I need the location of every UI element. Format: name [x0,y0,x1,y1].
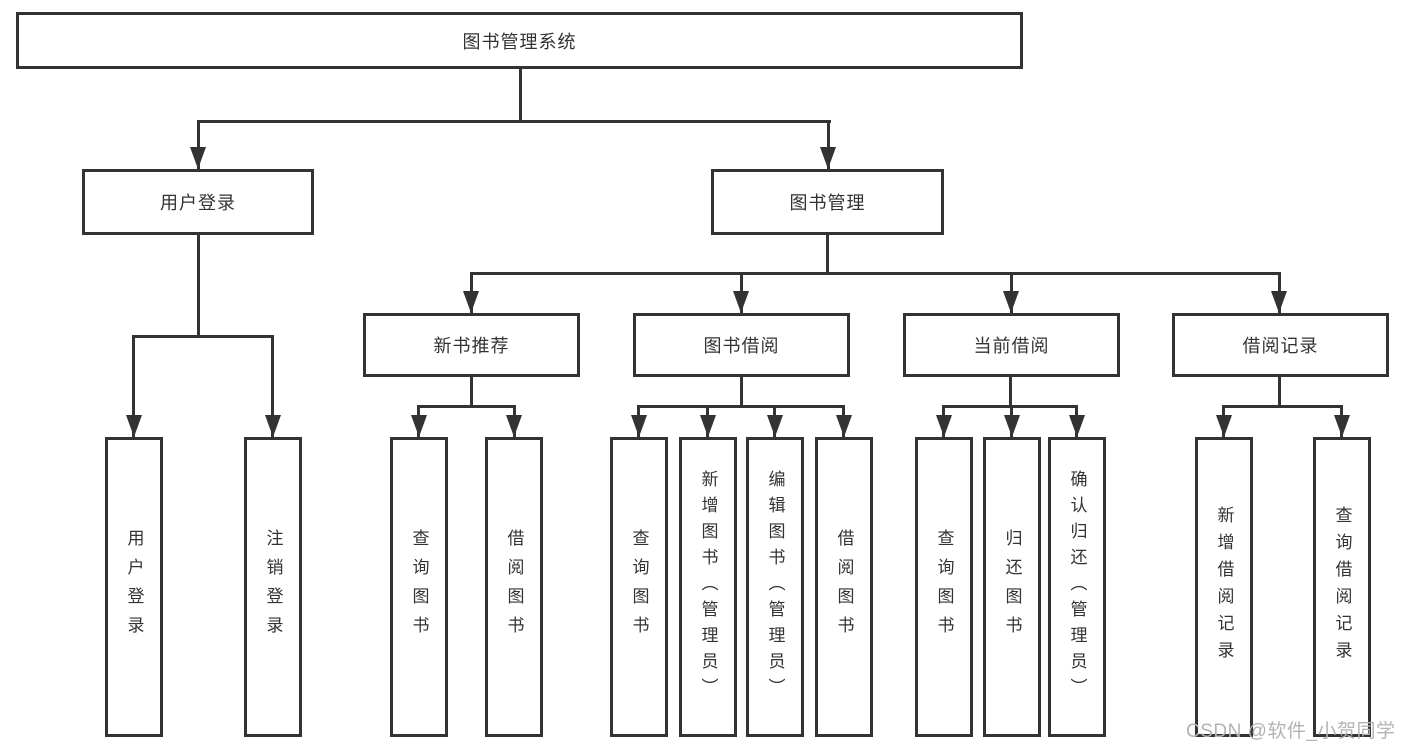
node-leaf-borrow-books: 借阅图书 [815,437,873,737]
node-leaf-return-books-label: 归还图书 [1002,529,1022,645]
connector-line [519,69,522,120]
arrowhead-down-icon [631,415,647,437]
node-book-management-label: 图书管理 [789,193,866,213]
node-leaf-search-books-borrowing: 查询图书 [610,437,668,737]
arrowhead-down-icon [463,291,479,313]
connector-line [826,235,829,275]
connector-line [637,405,845,408]
node-leaf-search-books-recommend-label: 查询图书 [409,529,429,645]
node-leaf-borrow-books-recommend: 借阅图书 [485,437,543,737]
node-book-borrowing: 图书借阅 [633,313,850,377]
arrowhead-down-icon [1271,291,1287,313]
arrowhead-down-icon [733,291,749,313]
connector-line [470,272,1281,275]
connector-line [197,120,200,169]
node-leaf-borrow-books-recommend-label: 借阅图书 [504,529,524,645]
arrowhead-down-icon [820,147,836,169]
node-leaf-edit-books-admin-label: 编辑图书（管理员） [765,470,785,704]
arrowhead-down-icon [836,415,852,437]
node-leaf-borrow-books-label: 借阅图书 [834,529,854,645]
node-current-borrowing-label: 当前借阅 [973,336,1050,356]
arrowhead-down-icon [767,415,783,437]
connector-line [132,335,135,437]
connector-line [1009,377,1012,408]
node-leaf-confirm-return-admin-label: 确认归还（管理员） [1067,470,1087,704]
connector-line [470,377,473,408]
node-borrowing-records-label: 借阅记录 [1242,336,1319,356]
node-leaf-add-books-admin-label: 新增图书（管理员） [698,470,718,704]
node-book-management: 图书管理 [711,169,944,235]
node-user-login: 用户登录 [82,169,314,235]
node-user-login-label: 用户登录 [160,193,236,213]
node-library-system-label: 图书管理系统 [462,31,577,52]
node-leaf-user-login: 用户登录 [105,437,163,737]
node-borrowing-records: 借阅记录 [1172,313,1389,377]
arrowhead-down-icon [700,415,716,437]
connector-line [417,405,516,408]
node-leaf-search-books-current-label: 查询图书 [934,529,954,645]
node-leaf-confirm-return-admin: 确认归还（管理员） [1048,437,1106,737]
arrowhead-down-icon [506,415,522,437]
node-book-borrowing-label: 图书借阅 [703,336,780,356]
arrowhead-down-icon [936,415,952,437]
node-leaf-edit-books-admin: 编辑图书（管理员） [746,437,804,737]
connector-line [132,335,274,338]
arrowhead-down-icon [1334,415,1350,437]
node-leaf-logout-label: 注销登录 [263,529,283,645]
node-leaf-search-borrow-record-label: 查询借阅记录 [1332,506,1352,668]
node-leaf-user-login-label: 用户登录 [124,529,144,645]
arrowhead-down-icon [1069,415,1085,437]
connector-line [197,235,200,338]
csdn-watermark: CSDN @软件_小贺同学 [1186,721,1396,742]
arrowhead-down-icon [265,415,281,437]
connector-line [827,120,830,169]
connector-line [1222,405,1343,408]
node-leaf-search-books-borrowing-label: 查询图书 [629,529,649,645]
connector-line [197,120,831,123]
node-leaf-search-books-recommend: 查询图书 [390,437,448,737]
node-leaf-search-borrow-record: 查询借阅记录 [1313,437,1371,737]
connector-line [271,335,274,437]
arrowhead-down-icon [126,415,142,437]
arrowhead-down-icon [190,147,206,169]
arrowhead-down-icon [1003,291,1019,313]
arrowhead-down-icon [1216,415,1232,437]
node-leaf-add-books-admin: 新增图书（管理员） [679,437,737,737]
node-leaf-add-borrow-record: 新增借阅记录 [1195,437,1253,737]
node-leaf-add-borrow-record-label: 新增借阅记录 [1214,506,1234,668]
node-new-book-recommendation: 新书推荐 [363,313,580,377]
node-current-borrowing: 当前借阅 [903,313,1120,377]
node-leaf-return-books: 归还图书 [983,437,1041,737]
node-leaf-logout: 注销登录 [244,437,302,737]
arrowhead-down-icon [1004,415,1020,437]
arrowhead-down-icon [411,415,427,437]
connector-line [1278,377,1281,408]
node-library-system: 图书管理系统 [16,12,1023,69]
node-leaf-search-books-current: 查询图书 [915,437,973,737]
connector-line [740,377,743,408]
node-new-book-recommendation-label: 新书推荐 [433,336,510,356]
